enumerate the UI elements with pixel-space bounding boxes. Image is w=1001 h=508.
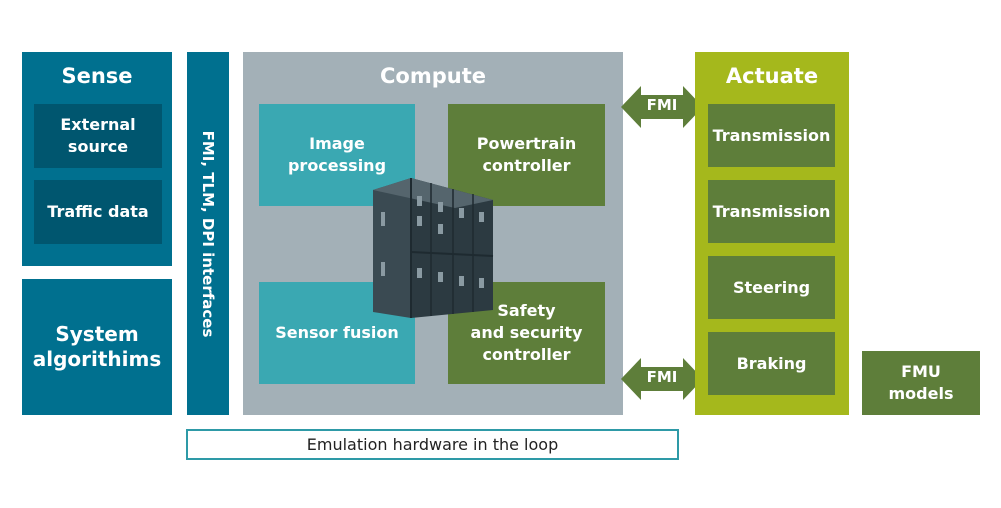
- actuate-item-label: Transmission: [712, 125, 831, 145]
- server-rack-icon: [373, 178, 494, 318]
- interfaces-label: FMI, TLM, DPI interfaces: [199, 130, 217, 337]
- compute-panel: Compute Image processing Powertrain cont…: [243, 52, 623, 415]
- interfaces-bar: FMI, TLM, DPI interfaces: [187, 52, 229, 415]
- fmu-models-box: FMU models: [862, 351, 980, 415]
- safety-controller-box: Safety and security controller: [448, 282, 605, 384]
- actuate-title: Actuate: [725, 64, 819, 88]
- fmu-models-label: FMU models: [888, 362, 954, 403]
- powertrain-controller-box: Powertrain controller: [448, 104, 605, 206]
- system-algorithms-box: System algorithims: [22, 279, 172, 415]
- emulation-hardware-label: Emulation hardware in the loop: [306, 435, 559, 454]
- image-processing-box: Image processing: [259, 104, 415, 206]
- safety-controller-label: Safety and security controller: [470, 301, 583, 364]
- sensor-fusion-label: Sensor fusion: [275, 323, 399, 342]
- actuate-item-braking: Braking: [708, 332, 835, 395]
- fmi-arrow-top: [621, 86, 703, 128]
- sense-item-label: Traffic data: [47, 202, 149, 221]
- sense-item-label: External source: [60, 115, 136, 156]
- fmi-label-bottom: FMI: [646, 368, 678, 386]
- sense-item-traffic-data: Traffic data: [34, 180, 162, 244]
- actuate-item-transmission-2: Transmission: [708, 180, 835, 243]
- powertrain-controller-label: Powertrain controller: [476, 134, 577, 175]
- emulation-hardware-box: Emulation hardware in the loop: [186, 429, 679, 460]
- image-processing-label: Image processing: [287, 134, 387, 175]
- actuate-item-label: Braking: [736, 353, 807, 373]
- actuate-item-label: Transmission: [712, 201, 831, 221]
- compute-title: Compute: [380, 64, 486, 88]
- system-algorithms-label: System algorithims: [32, 322, 162, 371]
- fmi-arrow-bottom: [621, 358, 703, 400]
- actuate-panel: Actuate Transmission Transmission Steeri…: [695, 52, 849, 415]
- sense-item-external-source: External source: [34, 104, 162, 168]
- sense-title: Sense: [61, 64, 133, 88]
- actuate-item-transmission: Transmission: [708, 104, 835, 167]
- sense-panel: Sense External source Traffic data: [22, 52, 172, 266]
- actuate-item-steering: Steering: [708, 256, 835, 319]
- actuate-item-label: Steering: [732, 277, 811, 297]
- fmi-label-top: FMI: [646, 96, 678, 114]
